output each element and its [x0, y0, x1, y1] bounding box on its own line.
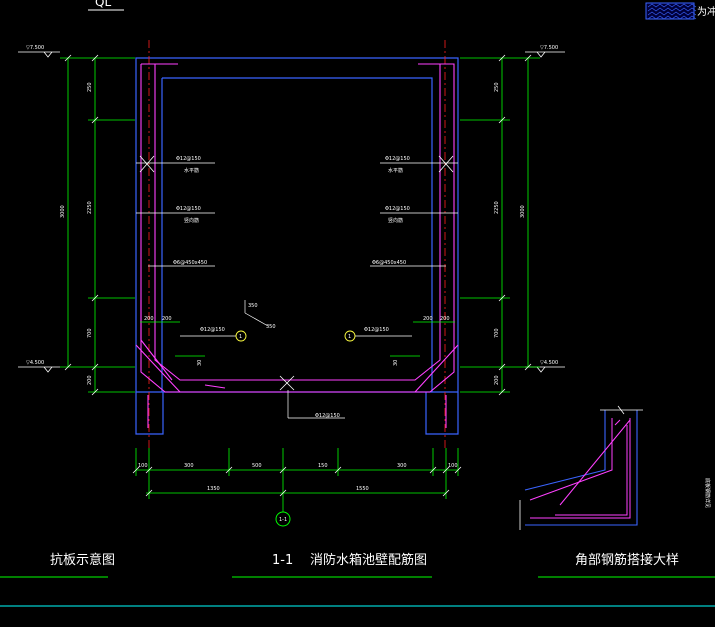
rebar-lines	[135, 63, 459, 428]
hdim-row1-2: 500	[252, 463, 262, 469]
haunch-dim-r1: 200	[423, 316, 433, 322]
level-marker-right-bottom: ▽4.500	[525, 360, 565, 373]
rebar-label-left-1: Φ12@150	[176, 156, 201, 162]
left-dim-mid: 2250	[87, 201, 93, 214]
svg-text:1: 1	[348, 334, 351, 340]
right-vertical-dims	[460, 57, 540, 393]
hatch-pattern	[647, 3, 697, 20]
corner-detail	[519, 405, 643, 530]
right-dim-total: 3000	[520, 205, 526, 218]
bottom-horizontal-dims	[135, 448, 459, 499]
svg-text:▽4.500: ▽4.500	[26, 360, 44, 366]
left-vertical-dims	[60, 57, 135, 393]
right-dim-ticks	[498, 54, 532, 396]
left-dim-upper: 250	[87, 82, 93, 92]
rebar-label-right-3: Φ6@450x450	[372, 260, 406, 266]
center-dim-b: 350	[266, 324, 276, 330]
svg-text:▽4.500: ▽4.500	[540, 360, 558, 366]
circle-marker-left: 1	[235, 330, 247, 342]
rebar-label-left-2: Φ12@150	[176, 206, 201, 212]
rebar-label-right-1-sub: 水平筋	[388, 167, 403, 174]
right-dim-lower: 700	[494, 328, 500, 338]
haunch-dim-l1: 200	[144, 316, 154, 322]
top-left-label: QL	[95, 0, 111, 9]
title-center: 消防水箱池壁配筋图	[310, 552, 427, 568]
top-right-label: 为冲	[697, 5, 715, 18]
svg-text:▽7.500: ▽7.500	[26, 45, 44, 51]
haunch-dim-l2: 200	[162, 316, 172, 322]
haunch-dim-lines	[140, 321, 455, 357]
section-cross-markers	[139, 155, 454, 391]
rebar-label-bottom: Φ12@150	[315, 413, 340, 419]
hatch-legend-box	[645, 2, 695, 20]
rebar-label-right-2: Φ12@150	[385, 206, 410, 212]
haunch-dim-r2: 200	[440, 316, 450, 322]
level-marker-right-top: ▽7.500	[525, 45, 565, 58]
rebar-leaders	[136, 162, 458, 419]
hdim-row1-1: 300	[184, 463, 194, 469]
center-dim-a: 350	[248, 303, 258, 309]
level-marker-left-bottom: ▽4.500	[18, 360, 60, 373]
tank-outline	[135, 57, 459, 435]
rebar-label-haunch-left: Φ12@150	[200, 327, 225, 333]
title-center-number: 1-1	[272, 553, 293, 568]
svg-text:▽7.500: ▽7.500	[540, 45, 558, 51]
hdim-row1-0: 100	[138, 463, 148, 469]
left-dim-lower: 700	[87, 328, 93, 338]
rebar-label-left-1-sub: 水平筋	[184, 167, 199, 174]
hdim-row2-1: 1550	[356, 486, 369, 492]
right-dim-upper: 250	[494, 82, 500, 92]
side-note: 底板钢筋详见	[704, 478, 711, 508]
rebar-label-right-2-sub: 竖向筋	[388, 217, 403, 224]
rebar-label-left-3: Φ6@450x450	[173, 260, 207, 266]
rebar-label-right-1: Φ12@150	[385, 156, 410, 162]
section-mark: 1-1	[275, 499, 291, 527]
left-dim-ticks	[64, 54, 99, 396]
level-marker-left-top: ▽7.500	[18, 45, 60, 58]
rebar-label-haunch-right: Φ12@150	[364, 327, 389, 333]
bottom-dim-ticks	[132, 466, 462, 497]
svg-text:1-1: 1-1	[279, 517, 287, 523]
wall-centerlines	[148, 40, 446, 450]
left-dim-base: 200	[87, 375, 93, 385]
title-right: 角部钢筋搭接大样	[575, 552, 679, 568]
right-dim-mid: 2250	[494, 201, 500, 214]
hdim-row1-4: 300	[397, 463, 407, 469]
haunch-small-r: 30	[393, 360, 399, 366]
left-dim-total: 3000	[60, 205, 66, 218]
hdim-row1-5: 100	[448, 463, 458, 469]
right-dim-base: 200	[494, 375, 500, 385]
hdim-row2-0: 1350	[207, 486, 220, 492]
hdim-row1-3: 150	[318, 463, 328, 469]
rebar-label-left-2-sub: 竖向筋	[184, 217, 199, 224]
haunch-small-l: 30	[197, 360, 203, 366]
title-left: 抗板示意图	[50, 552, 115, 568]
svg-text:1: 1	[239, 334, 242, 340]
circle-marker-right: 1	[344, 330, 356, 342]
